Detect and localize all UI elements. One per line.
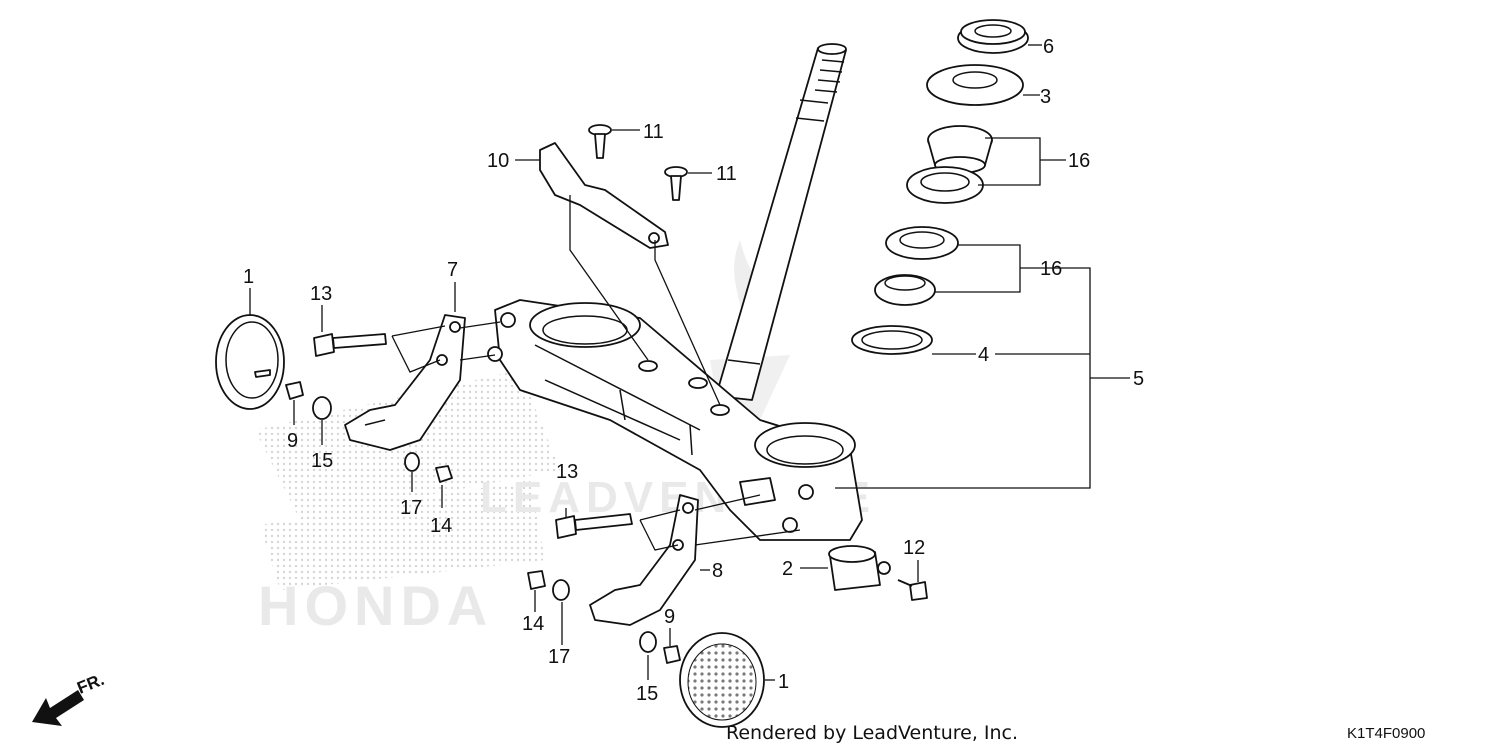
lower-triple-clamp — [487, 299, 863, 541]
label-part-10: 10 — [487, 150, 509, 172]
label-part-11-a: 11 — [643, 121, 664, 143]
part-16-upper-bearing — [906, 125, 993, 204]
part-8-bracket-right — [589, 494, 699, 626]
label-part-1-left: 1 — [243, 266, 254, 288]
part-13-bolt-right — [555, 513, 633, 539]
label-part-15-left: 15 — [311, 450, 333, 472]
label-part-13-right: 13 — [556, 461, 578, 483]
label-part-8: 8 — [712, 560, 723, 582]
part-11-screw-a — [588, 124, 612, 159]
part-16-lower-bearing — [874, 226, 959, 306]
part-labels: 1 13 7 9 15 17 14 10 11 11 6 3 16 16 4 5… — [243, 36, 1144, 705]
front-indicator: FR. — [32, 670, 107, 726]
render-credit: Rendered by LeadVenture, Inc. — [726, 722, 1018, 744]
part-1-reflector-left — [215, 314, 285, 410]
part-17-washer-left — [404, 452, 420, 472]
arrow-down-left-icon — [32, 690, 84, 726]
part-3-dust-seal — [926, 64, 1024, 106]
label-part-6: 6 — [1043, 36, 1054, 58]
diagram-code: K1T4F0900 — [1347, 725, 1425, 742]
part-4-seal — [851, 325, 933, 355]
label-part-3: 3 — [1040, 86, 1051, 108]
label-part-17-left: 17 — [400, 497, 422, 519]
label-part-9-right: 9 — [664, 606, 675, 628]
part-15-washer-left — [312, 396, 332, 420]
part-11-screw-b — [664, 166, 688, 201]
label-part-1-right: 1 — [778, 671, 789, 693]
label-part-2: 2 — [782, 558, 793, 580]
part-9-nut-left — [285, 381, 304, 400]
label-part-14-left: 14 — [430, 515, 452, 537]
part-10-bracket — [539, 142, 669, 249]
part-2-clamp — [828, 545, 891, 591]
part-13-bolt-left — [313, 333, 387, 357]
label-part-14-right: 14 — [522, 613, 544, 635]
part-12-bolt — [897, 579, 928, 601]
label-part-7: 7 — [447, 259, 458, 281]
part-17-washer-right — [552, 579, 570, 601]
label-part-4: 4 — [978, 344, 989, 366]
steering-stem-tube — [715, 43, 847, 401]
front-label: FR. — [74, 670, 107, 698]
label-part-5: 5 — [1133, 368, 1144, 390]
label-part-9-left: 9 — [287, 430, 298, 452]
part-1-reflector-right — [679, 632, 765, 728]
label-part-12: 12 — [903, 537, 925, 559]
label-part-15-right: 15 — [636, 683, 658, 705]
part-14-nut-right — [527, 570, 546, 590]
honda-watermark-text: HONDA — [258, 574, 493, 637]
part-14-nut-left — [435, 465, 453, 483]
leader-lines — [249, 44, 1130, 681]
label-part-13-left: 13 — [310, 283, 332, 305]
label-part-16-lower: 16 — [1040, 258, 1062, 280]
part-6-nut — [957, 19, 1029, 54]
part-9-nut-right — [663, 645, 681, 664]
label-part-16-upper: 16 — [1068, 150, 1090, 172]
label-part-11-b: 11 — [716, 163, 737, 185]
label-part-17-right: 17 — [548, 646, 570, 668]
part-15-washer-right — [639, 631, 657, 653]
